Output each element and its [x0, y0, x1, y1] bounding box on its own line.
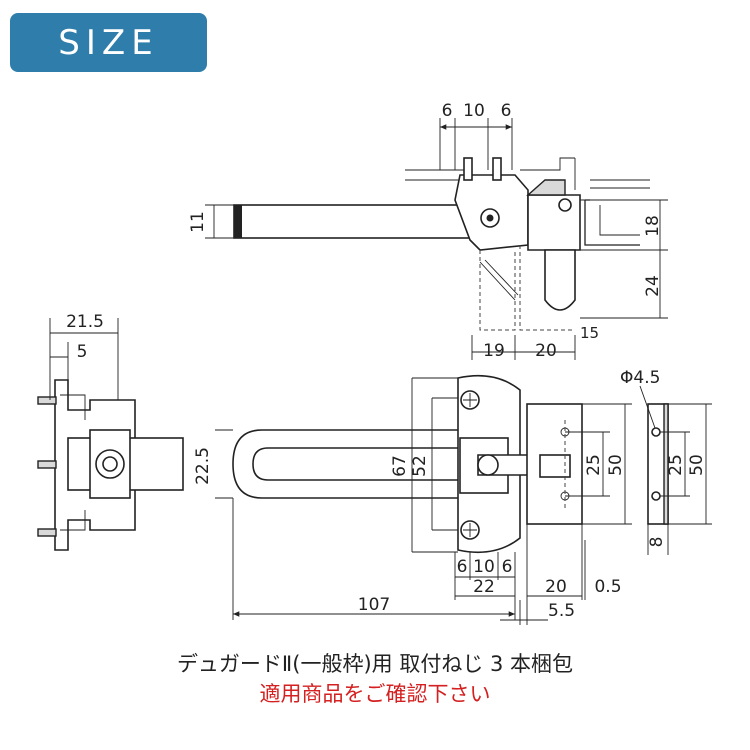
- dim-receiver-0-5: 0.5: [594, 577, 621, 597]
- dim-front-10: 10: [473, 557, 495, 577]
- front-view: 22.5 67 52 6 10 6 22 20 0.5 107 5.5: [193, 374, 632, 625]
- dim-front-6b: 6: [502, 557, 513, 577]
- dim-side-20: 20: [535, 341, 557, 361]
- dim-left-5: 5: [77, 342, 88, 362]
- dim-receiver-25: 25: [584, 454, 604, 476]
- dim-front-6a: 6: [457, 557, 468, 577]
- dim-side-18: 18: [643, 215, 663, 237]
- dim-arm-22-5: 22.5: [193, 447, 213, 485]
- dim-offset-5-5: 5.5: [548, 601, 575, 621]
- dim-side-24: 24: [643, 275, 663, 297]
- size-badge-label: SIZE: [58, 22, 159, 63]
- warning-note: 適用商品をご確認下さい: [259, 682, 491, 706]
- dim-receiver-20: 20: [545, 577, 567, 597]
- size-badge: SIZE: [10, 13, 207, 72]
- guard-arm: [233, 204, 471, 239]
- dim-top-6a: 6: [442, 101, 453, 121]
- side-view: 6 10 6 11 18 24 15 19 20: [188, 101, 668, 361]
- dim-front-22: 22: [473, 577, 495, 597]
- dim-left-21-5: 21.5: [66, 312, 104, 332]
- dim-hole-dia: Φ4.5: [620, 368, 660, 388]
- dim-top-10: 10: [463, 101, 485, 121]
- dim-side-19: 19: [483, 341, 505, 361]
- dim-plate-67: 67: [390, 455, 410, 477]
- dim-strip-25: 25: [666, 454, 686, 476]
- product-note: デュガードⅡ(一般枠)用 取付ねじ 3 本梱包: [176, 652, 574, 676]
- dim-receiver-50: 50: [606, 454, 626, 476]
- dim-plate-52: 52: [410, 455, 430, 477]
- strip-view: Φ4.5 25 50 8: [620, 368, 712, 555]
- dim-total-107: 107: [358, 595, 390, 615]
- dim-side-15: 15: [580, 324, 599, 342]
- dim-arm-11: 11: [188, 211, 208, 233]
- dim-strip-50: 50: [687, 454, 707, 476]
- end-view: 21.5 5: [37, 312, 184, 551]
- dim-top-6b: 6: [501, 101, 512, 121]
- dim-strip-8: 8: [647, 537, 667, 548]
